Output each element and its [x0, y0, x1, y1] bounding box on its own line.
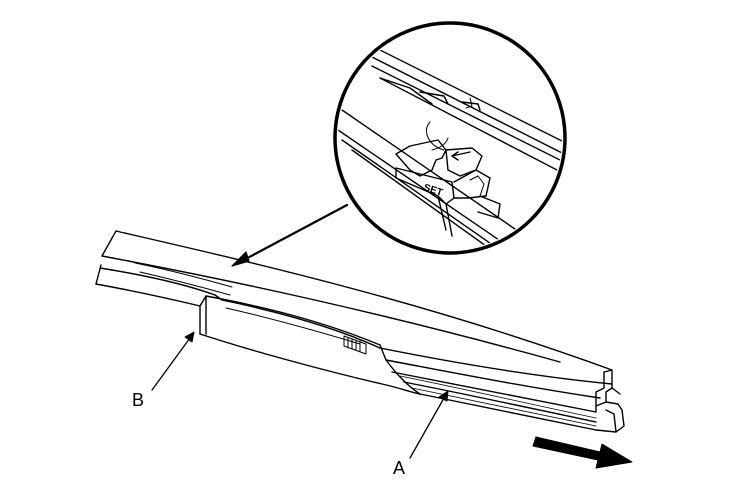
leader-lines — [151, 203, 449, 459]
detail-magnifier: SET — [333, 21, 567, 255]
detail-pointer-arrowhead — [231, 251, 250, 267]
wiper-blade-assembly — [95, 230, 625, 433]
leader-a-line — [409, 397, 445, 459]
set-mark-label: SET — [422, 182, 444, 198]
callout-a-label: A — [393, 458, 405, 478]
detail-pointer-line — [238, 203, 349, 264]
leader-b-line — [151, 337, 191, 391]
wiper-arm-body — [95, 230, 613, 371]
blade-end-profile — [595, 369, 625, 433]
leader-a-arrowhead — [438, 390, 449, 402]
leader-b-arrowhead — [184, 331, 195, 343]
blade-adapter-b — [199, 294, 421, 395]
callout-b-label: B — [132, 390, 144, 410]
removal-direction-arrow — [532, 436, 633, 469]
rubber-blade-strip-a — [379, 347, 613, 431]
detail-circle — [333, 21, 567, 255]
